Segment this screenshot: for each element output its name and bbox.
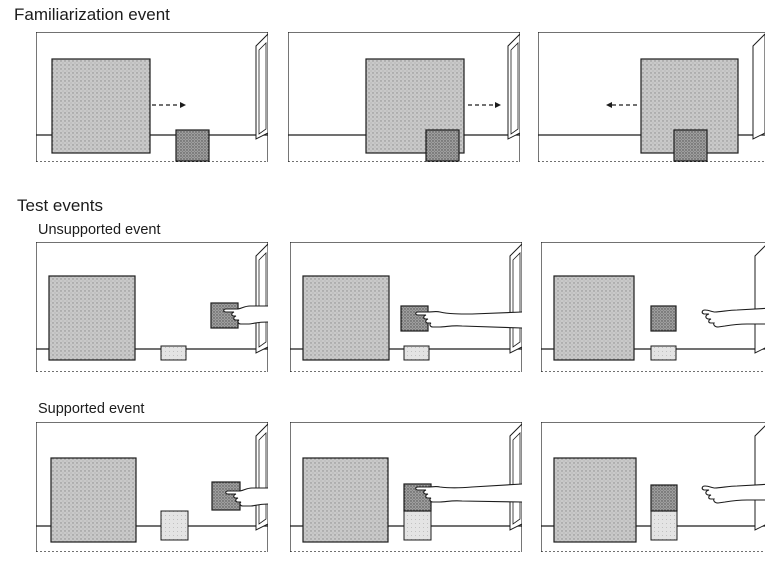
small-box <box>175 129 210 162</box>
supported-panel-3 <box>541 422 765 552</box>
side-door <box>509 243 522 354</box>
side-door <box>752 33 765 140</box>
test-events-heading: Test events <box>17 196 103 215</box>
large-box <box>48 275 136 361</box>
side-door <box>255 243 268 354</box>
support-stand <box>403 345 430 361</box>
side-door <box>255 33 268 140</box>
support-stand <box>160 345 187 361</box>
support-stand <box>650 345 677 361</box>
hand-icon <box>225 487 268 507</box>
familiarization-heading: Familiarization event <box>14 5 170 24</box>
side-door <box>509 423 522 531</box>
hand-icon <box>415 483 522 503</box>
familiarization-panel-3 <box>538 32 765 162</box>
hand-icon <box>701 483 765 504</box>
large-box <box>553 275 635 361</box>
unsupported-panel-3 <box>541 242 765 372</box>
supported-panel-2 <box>290 422 522 552</box>
hand-icon <box>223 305 268 325</box>
side-door <box>255 423 268 531</box>
right-arrow-icon <box>468 102 501 108</box>
right-arrow-icon <box>152 102 186 108</box>
familiarization-panel-1 <box>36 32 268 162</box>
large-box <box>51 58 151 154</box>
large-box <box>302 275 390 361</box>
unsupported-heading: Unsupported event <box>38 222 161 238</box>
side-door <box>507 33 520 140</box>
supported-panel-1 <box>36 422 268 552</box>
supported-heading: Supported event <box>38 401 145 417</box>
familiarization-panel-2 <box>288 32 520 162</box>
support-stand <box>160 510 189 541</box>
support-stand <box>650 510 678 541</box>
side-door <box>754 245 765 354</box>
support-stand <box>403 510 432 541</box>
unsupported-panel-1 <box>36 242 268 372</box>
hand-icon <box>701 307 765 328</box>
side-door <box>754 425 765 531</box>
large-box <box>50 457 137 543</box>
small-box <box>650 484 678 512</box>
left-arrow-icon <box>606 102 638 108</box>
unsupported-panel-2 <box>290 242 522 372</box>
large-box <box>553 457 637 543</box>
small-box <box>425 129 460 162</box>
hand-icon <box>415 311 522 329</box>
large-box <box>302 457 389 543</box>
small-box <box>650 305 677 332</box>
small-box <box>673 129 708 162</box>
